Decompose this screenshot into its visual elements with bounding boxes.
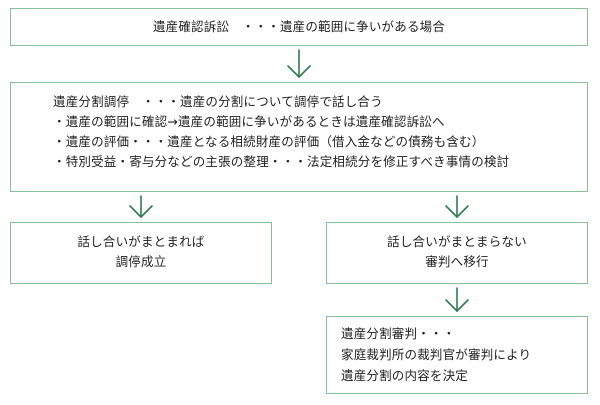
arrow-down-icon <box>445 195 469 218</box>
mediation-item-valuation: ・遺産の評価・・・遺産となる相続財産の評価（借入金などの債務も含む） <box>53 134 485 149</box>
adjudication-line-3: 遺産分割の内容を決定 <box>341 368 469 383</box>
agreed-line-1: 話し合いがまとまれば <box>77 234 205 249</box>
mediation-item-special-benefit: ・特別受益・寄与分などの主張の整理・・・法定相続分を修正すべき事情の検討 <box>53 154 510 169</box>
arrow-down-icon <box>129 195 153 218</box>
adjudication-line-2: 家庭裁判所の裁判官が審判により <box>341 347 532 362</box>
adjudication-line-1: 遺産分割審判・・・ <box>341 326 456 341</box>
not-agreed-line-2: 審判へ移行 <box>425 254 489 269</box>
arrow-down-icon <box>287 49 311 78</box>
mediation-title: 遺産分割調停 ・・・遺産の分割について調停で話し合う <box>53 94 383 109</box>
agreed-line-2: 調停成立 <box>115 254 167 269</box>
lawsuit-box: 遺産確認訴訟 ・・・遺産の範囲に争いがある場合 <box>10 8 588 46</box>
lawsuit-text: 遺産確認訴訟 ・・・遺産の範囲に争いがある場合 <box>152 19 446 34</box>
not-agreed-line-1: 話し合いがまとまらない <box>387 234 527 249</box>
not-agreed-box: 話し合いがまとまらない 審判へ移行 <box>326 222 588 284</box>
arrow-down-icon <box>445 287 469 312</box>
agreed-box: 話し合いがまとまれば 調停成立 <box>10 222 272 284</box>
mediation-item-scope: ・遺産の範囲に確認→遺産の範囲に争いがあるときは遺産確認訴訟へ <box>53 114 445 129</box>
adjudication-box: 遺産分割審判・・・ 家庭裁判所の裁判官が審判により 遺産分割の内容を決定 <box>326 316 588 394</box>
mediation-box: 遺産分割調停 ・・・遺産の分割について調停で話し合う ・遺産の範囲に確認→遺産の… <box>10 82 588 192</box>
